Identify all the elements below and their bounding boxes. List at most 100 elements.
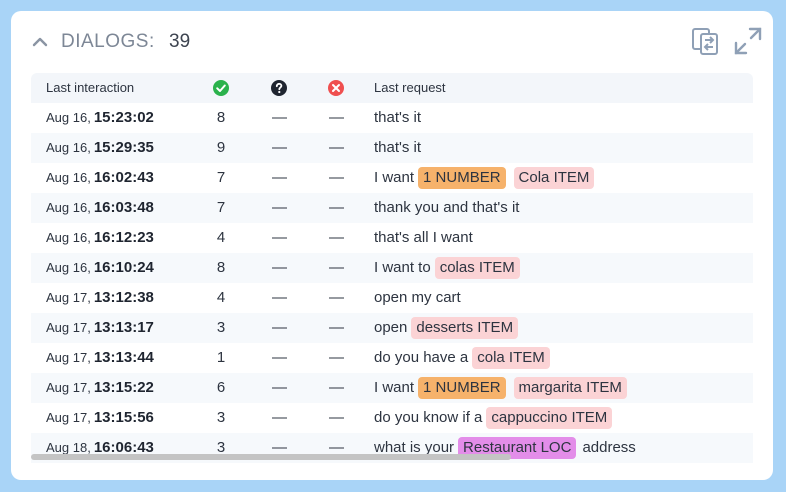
entity-tag-item[interactable]: Cola ITEM	[513, 167, 595, 189]
error-count: —	[329, 139, 344, 156]
request-text: I want	[374, 379, 415, 396]
request-text: address	[582, 439, 636, 456]
success-count: 3	[216, 439, 226, 456]
unknown-count: —	[272, 199, 287, 216]
check-circle-icon[interactable]	[213, 80, 229, 96]
interaction-time: 15:23:02	[93, 109, 154, 126]
dialogs-count: 39	[169, 31, 191, 52]
horizontal-scrollbar[interactable]	[31, 454, 511, 460]
interaction-date: Aug 17,	[46, 410, 91, 425]
table-header: Last interaction Last request	[31, 73, 753, 103]
column-last-interaction[interactable]: Last interaction	[46, 80, 135, 95]
interaction-date: Aug 16,	[46, 200, 91, 215]
entity-tag-item[interactable]: cola ITEM	[472, 347, 550, 369]
unknown-count: —	[272, 289, 287, 306]
unknown-count: —	[272, 259, 287, 276]
interaction-date: Aug 17,	[46, 380, 91, 395]
success-count: 8	[216, 259, 226, 276]
request-text: I want	[374, 169, 415, 186]
error-count: —	[329, 169, 344, 186]
request-text: open	[374, 319, 408, 336]
unknown-count: —	[272, 229, 287, 246]
entity-tag-item[interactable]: colas ITEM	[434, 257, 520, 279]
error-count: —	[329, 109, 344, 126]
table-row[interactable]: Aug 16,16:12:23 4 — — that's all I want	[31, 223, 753, 253]
last-interaction-cell: Aug 17,13:15:56	[46, 403, 154, 433]
last-request-cell: thank you and that's it	[374, 193, 519, 223]
copy-dialogs-icon[interactable]	[689, 25, 721, 57]
entity-tag-number[interactable]: 1 NUMBER	[418, 377, 506, 399]
chevron-up-icon[interactable]	[31, 33, 49, 51]
last-request-cell: that's it	[374, 103, 421, 133]
interaction-time: 13:13:17	[93, 319, 154, 336]
request-text: that's it	[374, 139, 422, 156]
interaction-date: Aug 16,	[46, 140, 91, 155]
request-text: thank you and that's it	[374, 199, 520, 216]
success-count: 4	[216, 229, 226, 246]
interaction-time: 13:12:38	[93, 289, 154, 306]
success-count: 1	[216, 349, 226, 366]
interaction-date: Aug 17,	[46, 290, 91, 305]
interaction-time: 13:15:22	[93, 379, 154, 396]
entity-tag-item[interactable]: margarita ITEM	[513, 377, 627, 399]
question-circle-icon[interactable]	[271, 80, 287, 96]
interaction-time: 16:06:43	[93, 439, 154, 456]
interaction-time: 15:29:35	[93, 139, 154, 156]
request-text: that's it	[374, 109, 422, 126]
interaction-date: Aug 17,	[46, 350, 91, 365]
unknown-count: —	[272, 349, 287, 366]
error-count: —	[329, 289, 344, 306]
request-text: that's all I want	[374, 229, 473, 246]
success-count: 9	[216, 139, 226, 156]
entity-tag-loc[interactable]: Restaurant LOC	[458, 437, 577, 459]
last-interaction-cell: Aug 16,16:10:24	[46, 253, 154, 283]
interaction-date: Aug 18,	[46, 440, 91, 455]
request-text: I want to	[374, 259, 431, 276]
interaction-date: Aug 16,	[46, 170, 91, 185]
dialogs-panel: DIALOGS: 39 Last interaction	[11, 11, 773, 480]
interaction-time: 16:12:23	[93, 229, 154, 246]
interaction-date: Aug 16,	[46, 260, 91, 275]
x-circle-icon[interactable]	[328, 80, 344, 96]
error-count: —	[329, 379, 344, 396]
unknown-count: —	[272, 439, 287, 456]
expand-icon[interactable]	[732, 25, 764, 57]
request-text: open my cart	[374, 289, 461, 306]
request-text: do you have a	[374, 349, 469, 366]
success-count: 3	[216, 409, 226, 426]
success-count: 8	[216, 109, 226, 126]
unknown-count: —	[272, 109, 287, 126]
entity-tag-item[interactable]: desserts ITEM	[411, 317, 519, 339]
last-request-cell: that's all I want	[374, 223, 473, 253]
last-interaction-cell: Aug 18,16:06:43	[46, 433, 154, 463]
error-count: —	[329, 319, 344, 336]
success-count: 7	[216, 199, 226, 216]
error-count: —	[329, 259, 344, 276]
interaction-time: 13:13:44	[93, 349, 154, 366]
error-count: —	[329, 409, 344, 426]
last-interaction-cell: Aug 16,16:03:48	[46, 193, 154, 223]
entity-tag-item[interactable]: cappuccino ITEM	[486, 407, 613, 429]
column-last-request[interactable]: Last request	[374, 80, 446, 95]
interaction-time: 16:10:24	[93, 259, 154, 276]
last-interaction-cell: Aug 16,16:02:43	[46, 163, 154, 193]
success-count: 3	[216, 319, 226, 336]
interaction-date: Aug 16,	[46, 230, 91, 245]
error-count: —	[329, 229, 344, 246]
request-text: what is your	[374, 439, 455, 456]
entity-tag-number[interactable]: 1 NUMBER	[418, 167, 506, 189]
